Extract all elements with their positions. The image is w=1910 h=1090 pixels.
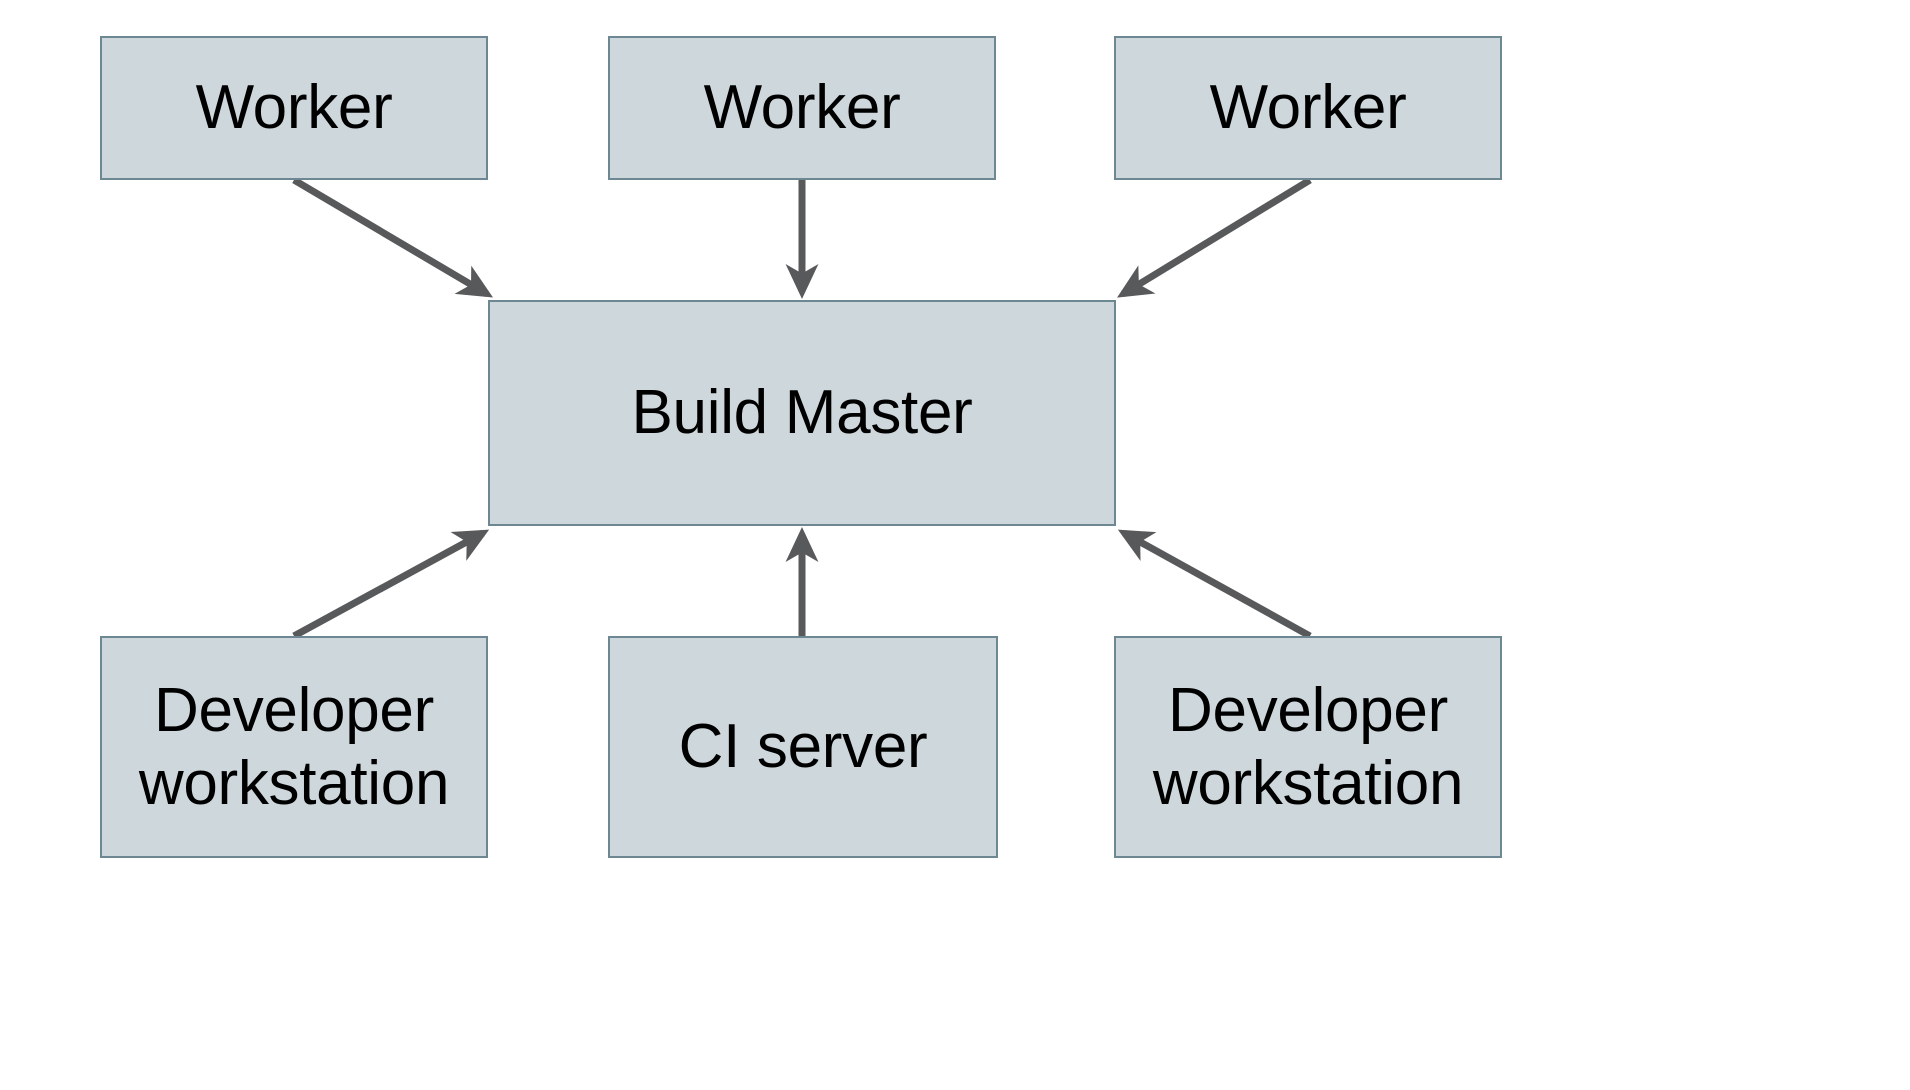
- node-build-master-label: Build Master: [631, 378, 973, 448]
- node-worker-1-label: Worker: [195, 73, 393, 143]
- node-developer-workstation-2-label: Developer workstation: [1152, 675, 1464, 818]
- edge-dev2-master: [1117, 529, 1312, 640]
- node-build-master[interactable]: Build Master: [488, 300, 1116, 526]
- node-worker-2-label: Worker: [703, 73, 901, 143]
- node-worker-2[interactable]: Worker: [608, 36, 996, 180]
- node-worker-1[interactable]: Worker: [100, 36, 488, 180]
- node-developer-workstation-1-label: Developer workstation: [138, 675, 450, 818]
- node-ci-server-label: CI server: [678, 712, 928, 782]
- edge-worker1-master: [292, 176, 494, 298]
- node-developer-workstation-2[interactable]: Developer workstation: [1114, 636, 1502, 858]
- edge-dev1-master: [292, 529, 490, 640]
- node-developer-workstation-1[interactable]: Developer workstation: [100, 636, 488, 858]
- node-ci-server[interactable]: CI server: [608, 636, 998, 858]
- edge-worker3-master: [1117, 177, 1312, 298]
- node-worker-3-label: Worker: [1209, 73, 1407, 143]
- node-worker-3[interactable]: Worker: [1114, 36, 1502, 180]
